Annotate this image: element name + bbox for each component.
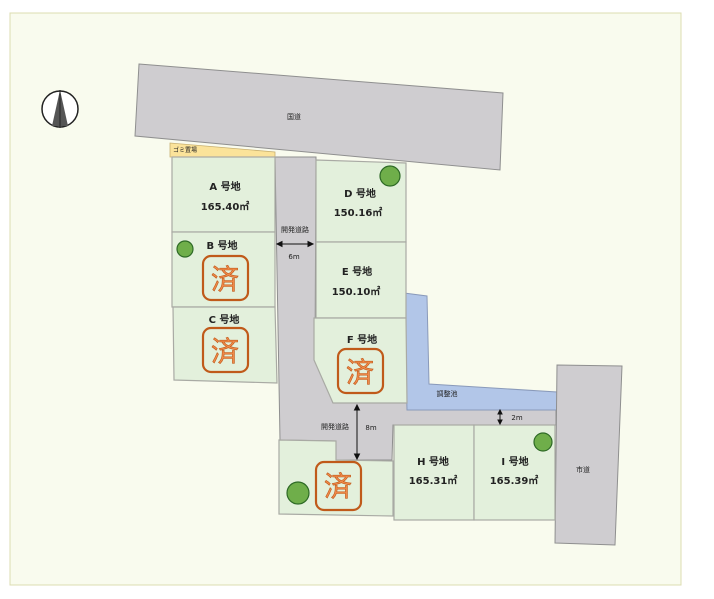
lot-h-name: H 号地 bbox=[417, 455, 449, 468]
dev-road-1-label: 開発道路 bbox=[281, 225, 309, 234]
lot-a[interactable]: A 号地 165.40㎡ bbox=[171, 156, 276, 233]
lot-a-name: A 号地 bbox=[209, 180, 240, 193]
dev-road-2-width: 8m bbox=[365, 424, 376, 432]
lot-e[interactable]: E 号地 150.10㎡ bbox=[315, 241, 407, 319]
city-road bbox=[554, 364, 623, 546]
lot-b-name: B 号地 bbox=[206, 239, 237, 252]
dev-road-2-label: 開発道路 bbox=[321, 422, 349, 431]
lot-h-area: 165.31㎡ bbox=[409, 474, 458, 487]
lot-c[interactable]: C 号地 済 bbox=[172, 306, 278, 384]
sold-stamp-b bbox=[201, 254, 250, 302]
tree-icon bbox=[286, 481, 310, 505]
tree-icon bbox=[379, 165, 401, 187]
sold-mark-g: 済 bbox=[324, 470, 352, 503]
width-arrow-8m bbox=[353, 403, 361, 461]
dev-road-1-width: 6m bbox=[288, 253, 299, 261]
lot-i-name: I 号地 bbox=[501, 455, 528, 468]
lot-e-name: E 号地 bbox=[342, 265, 372, 278]
lot-i-area: 165.39㎡ bbox=[490, 474, 539, 487]
lot-e-area: 150.10㎡ bbox=[332, 285, 381, 298]
lot-g[interactable]: 済 bbox=[278, 439, 394, 517]
gap-width: 2m bbox=[511, 414, 522, 422]
lot-i[interactable]: I 号地 165.39㎡ bbox=[473, 424, 556, 521]
lot-b[interactable]: B 号地 済 bbox=[171, 231, 276, 308]
lot-f[interactable]: F 号地 済 bbox=[313, 317, 408, 404]
lot-d-name: D 号地 bbox=[344, 187, 376, 200]
city-road-label: 市道 bbox=[576, 465, 590, 474]
north-arrow-icon bbox=[41, 90, 79, 128]
national-road bbox=[134, 63, 504, 171]
sold-mark-b: 済 bbox=[211, 263, 239, 296]
lot-c-name: C 号地 bbox=[209, 313, 240, 326]
lot-f-name: F 号地 bbox=[347, 333, 377, 346]
width-arrow-6m bbox=[275, 240, 315, 248]
sold-mark-c: 済 bbox=[211, 335, 239, 368]
lot-h[interactable]: H 号地 165.31㎡ bbox=[393, 424, 475, 521]
tree-icon bbox=[533, 432, 553, 452]
lot-d[interactable]: D 号地 150.16㎡ bbox=[315, 159, 407, 243]
lot-d-area: 150.16㎡ bbox=[334, 206, 383, 219]
garbage-area-label: ゴミ置場 bbox=[173, 146, 197, 154]
sold-stamp-c bbox=[201, 326, 250, 374]
national-road-label: 国道 bbox=[287, 112, 301, 121]
width-arrow-2m bbox=[497, 408, 503, 426]
sold-stamp-g bbox=[314, 460, 363, 512]
tree-icon bbox=[176, 240, 194, 258]
sold-mark-f: 済 bbox=[346, 356, 374, 389]
pond-label: 調整池 bbox=[437, 389, 458, 398]
lot-a-area: 165.40㎡ bbox=[201, 200, 250, 213]
sold-stamp-f bbox=[336, 347, 385, 395]
